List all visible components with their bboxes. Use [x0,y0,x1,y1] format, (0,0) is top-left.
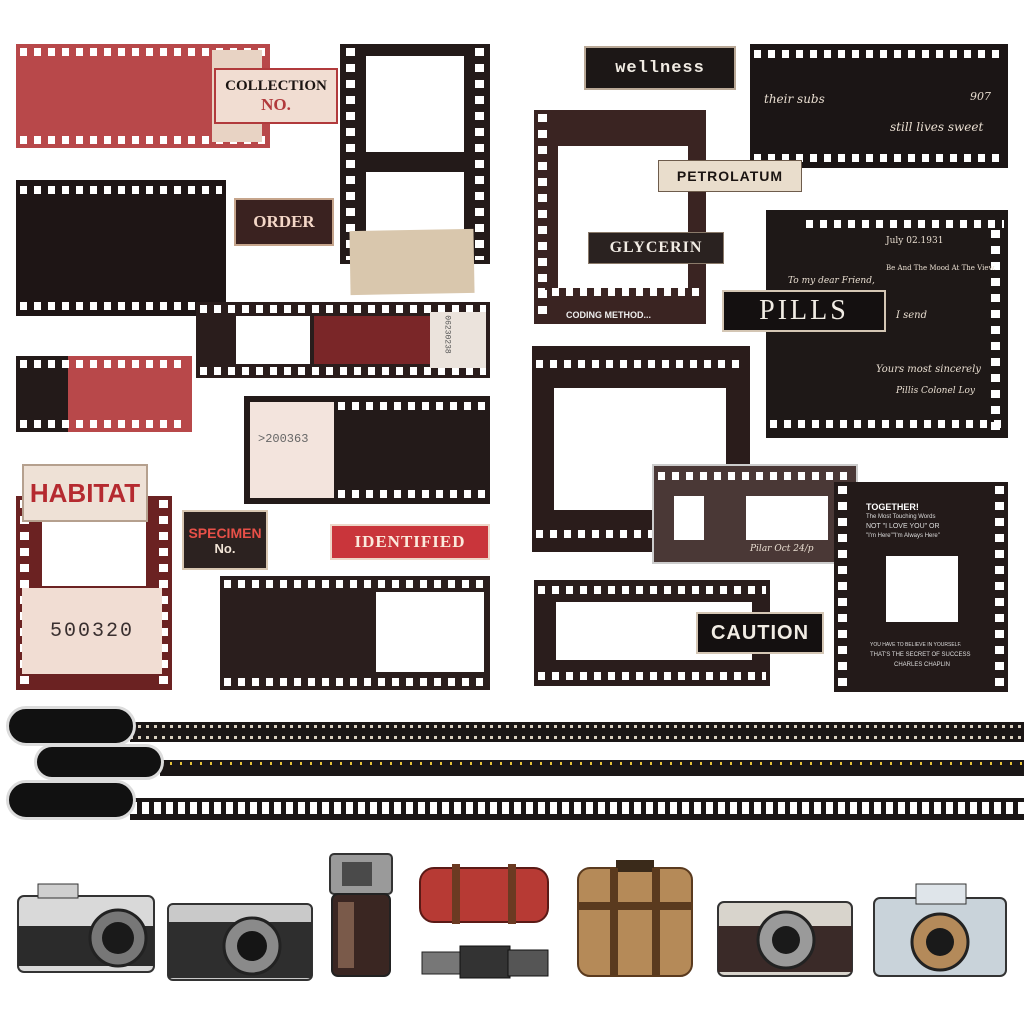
torn-paper [349,228,475,296]
collection-no-text: NO. [261,94,291,114]
caution-film-strip [534,580,770,686]
washi-tape-3 [130,798,1024,820]
number-500320: 500320 [49,619,134,643]
tape-roll-3 [6,780,136,820]
together-love: NOT "I LOVE YOU" OR [866,523,940,530]
habitat-text: HABITAT [29,477,141,508]
film-strip-long: 06230238 [196,302,490,378]
mid-film-frame [532,346,750,552]
caution-text: CAUTION [710,621,810,644]
secret-line-2: THAT'S THE SECRET OF SUCCESS [870,652,971,658]
specimen-label: SPECIMEN No. [182,510,268,570]
letter-closing: Yours most sincerely [876,364,981,375]
box-camera-icon [329,853,393,977]
slide-film-strip: Pilar Oct 24/p [652,464,858,564]
order-text: ORDER [253,212,315,231]
film-strip-number: >200363 [244,396,490,504]
letter-signature: Pillis Colonel Loy [896,386,975,396]
together-here: "I'm Here""I'm Always Here" [866,533,940,539]
collection-text: COLLECTION [225,77,327,94]
together-sub: The Most Touching Words [866,514,936,520]
tape-roll-2 [34,744,164,780]
habitat-label: HABITAT [22,464,148,522]
identified-text: IDENTIFIED [354,532,466,551]
petrolatum-text: PETROLATUM [676,168,784,184]
handwriting-still-lives: still lives sweet [890,120,984,134]
square-film-frame: CODING METHOD... [534,110,706,324]
wellness-label: wellness [584,46,736,90]
caution-label: CAUTION [696,612,824,654]
camera-icon [167,903,313,981]
wellness-text: wellness [615,58,705,78]
camera-icon [717,901,853,977]
pills-text: PILLS [759,295,849,326]
identified-label: IDENTIFIED [330,524,490,560]
washi-tape-2 [160,760,1024,776]
handwriting-907: 907 [970,90,991,103]
number-500320-label: 500320 [22,588,162,674]
specimen-text: SPECIMEN [188,524,262,541]
glycerin-text: GLYCERIN [609,239,703,256]
camera-case-icon [419,864,549,924]
together-title: TOGETHER! [866,502,919,512]
number-200363: >200363 [258,432,309,446]
petrolatum-label: PETROLATUM [658,160,802,192]
lens-icon [421,945,549,979]
letter-line: Be And The Mood At The View. [886,264,996,272]
letter-greeting: To my dear Friend, [788,276,875,286]
together-film-frame: TOGETHER! The Most Touching Words NOT "I… [834,482,1008,692]
film-strip-bottom [220,576,490,690]
order-label: ORDER [234,198,334,246]
secret-line-1: YOU HAVE TO BELIEVE IN YOURSELF. [870,642,962,648]
coding-method-text: CODING METHOD... [566,310,651,320]
vertical-film-frame [340,44,490,264]
tape-roll-1 [6,706,136,746]
suitcase-icon [577,860,693,977]
pills-label: PILLS [722,290,886,332]
film-strip-red-small [16,356,192,432]
specimen-no-text: No. [214,540,236,556]
slide-note: Pilar Oct 24/p [750,544,814,554]
chaplin: CHARLES CHAPLIN [894,662,951,668]
collection-label: COLLECTION NO. [214,68,338,124]
washi-tape-1 [130,722,1024,742]
film-strip-black [16,180,226,316]
camera-icon [17,883,155,973]
film-strip-letter: their subs still lives sweet 907 [750,44,1008,168]
letter-send: I send [896,310,928,321]
camera-icon [873,883,1007,977]
glycerin-label: GLYCERIN [588,232,724,264]
handwriting-their-subs: their subs [764,92,825,106]
strip-number: 06230238 [442,315,452,354]
letter-date: July 02.1931 [886,236,944,246]
